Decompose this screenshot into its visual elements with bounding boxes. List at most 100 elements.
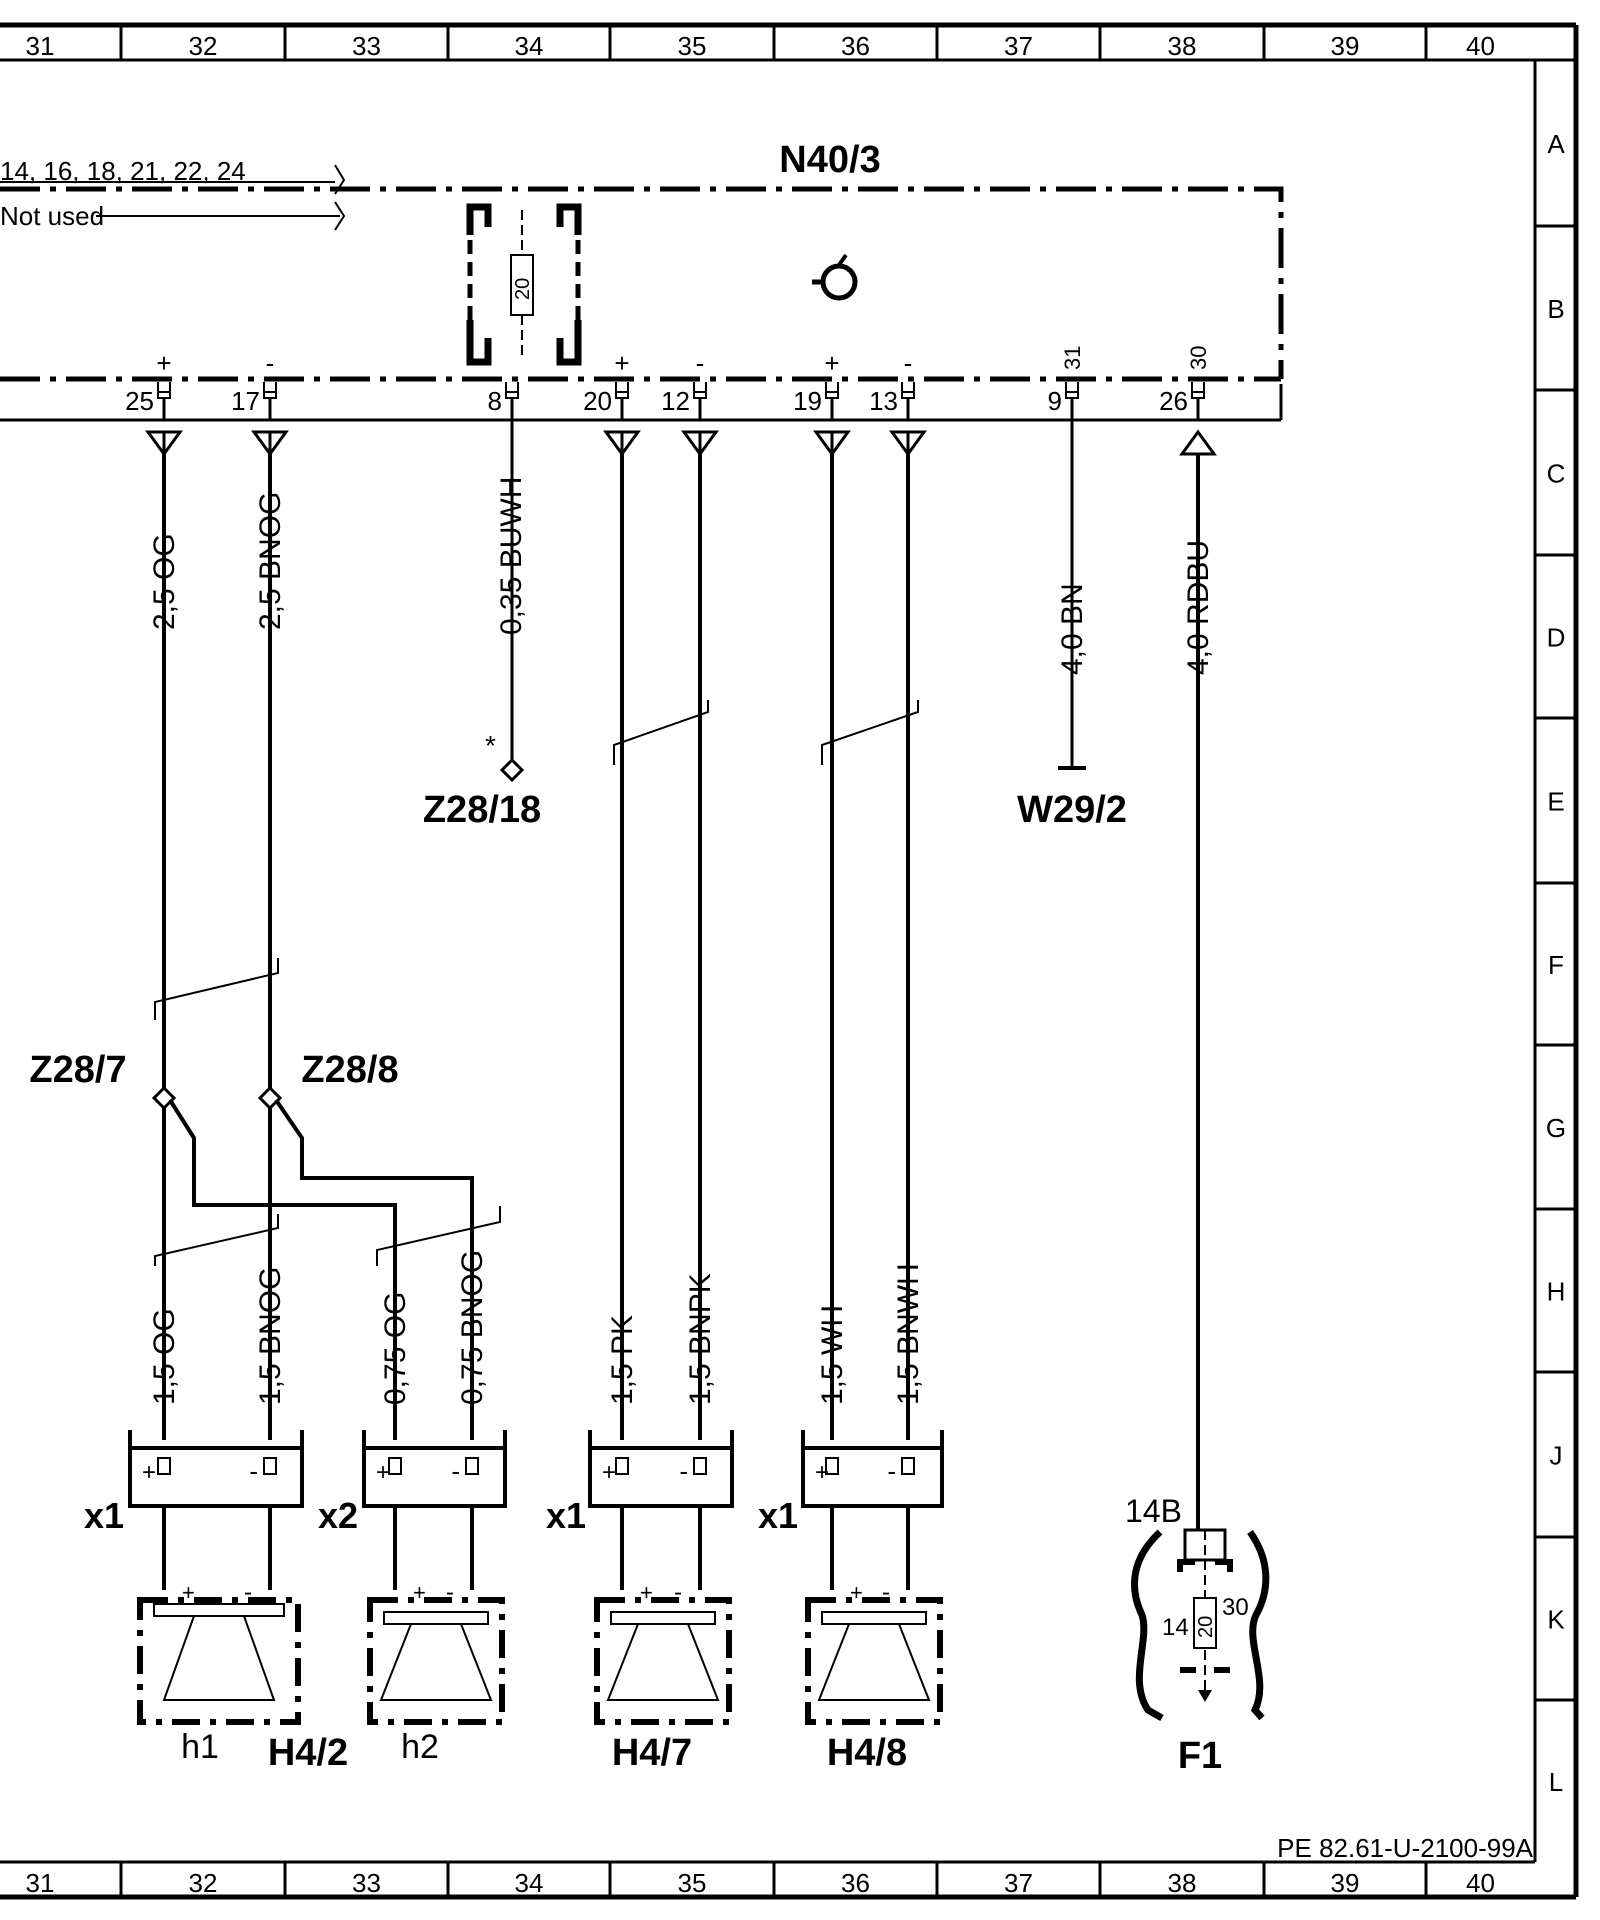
connector-plus: + — [815, 1459, 829, 1486]
splice-z28-7-label: Z28/7 — [29, 1049, 126, 1091]
pin-polarity: - — [696, 348, 705, 378]
fuse-number: 14B — [1125, 1493, 1182, 1529]
pin-socket-icon — [825, 382, 839, 399]
speaker-label-h4-7: H4/7 — [612, 1732, 692, 1774]
connector-x1: +-x1 — [758, 1430, 944, 1536]
connector-pin-icon — [901, 1457, 915, 1475]
pin-number: 9 — [1048, 386, 1062, 416]
splice-z28-8-label: Z28/8 — [301, 1049, 398, 1091]
connector-pin-icon — [157, 1457, 171, 1475]
shield-mark — [154, 958, 279, 1020]
wire-label: 1,5 WH — [816, 1305, 849, 1405]
ground-w29-2-label: W29/2 — [1017, 789, 1127, 831]
wire-upper: 2,5 OG — [145, 430, 183, 1440]
splice-point-icon — [499, 757, 525, 783]
wire-label: 4,0 RDBU — [1182, 540, 1215, 675]
column-label: 31 — [26, 1868, 55, 1898]
connector-pin-icon — [615, 1457, 629, 1475]
fuse-value: 20 — [1195, 1616, 1217, 1638]
speaker-cone-icon — [817, 1623, 931, 1701]
pin-polarity: - — [266, 348, 275, 378]
row-label: B — [1547, 294, 1564, 324]
splice-z28-18-note: * — [485, 730, 496, 761]
pin-number: 20 — [583, 386, 612, 416]
column-label: 34 — [515, 31, 544, 61]
column-label: 33 — [352, 31, 381, 61]
splice-z28-18-label: Z28/18 — [423, 789, 541, 831]
speaker-plus: + — [850, 1580, 863, 1605]
column-label: 38 — [1168, 31, 1197, 61]
pin-number: 19 — [793, 386, 822, 416]
row-label: K — [1547, 1605, 1565, 1635]
row-label: D — [1547, 623, 1566, 653]
column-label: 39 — [1331, 31, 1360, 61]
connector-minus: - — [887, 1456, 896, 1486]
not-used-label: Not used — [0, 201, 104, 231]
connector-body — [588, 1446, 734, 1508]
internal-fuse-value: 20 — [512, 278, 534, 300]
pin-13: 13- — [869, 348, 915, 420]
speaker-body — [594, 1597, 732, 1725]
column-label: 36 — [841, 1868, 870, 1898]
connector-pin-icon — [825, 1457, 839, 1475]
speaker-h4_7: +- — [594, 1506, 732, 1725]
pin-number: 12 — [661, 386, 690, 416]
pin-9: 931 — [1048, 346, 1085, 420]
speaker-h4_8: +- — [805, 1506, 943, 1725]
connector-label: x1 — [546, 1495, 586, 1536]
column-label: 38 — [1168, 1868, 1197, 1898]
speaker-body — [137, 1597, 301, 1725]
row-label: H — [1547, 1277, 1566, 1307]
connector-body — [801, 1446, 944, 1508]
shield-mark — [154, 1214, 279, 1266]
speaker-h2: +- — [367, 1506, 505, 1725]
pin-socket-icon — [1065, 382, 1079, 399]
connector-pin-icon — [263, 1457, 277, 1475]
speaker-label-h4-8: H4/8 — [827, 1732, 907, 1774]
speaker-label-h4-2: H4/2 — [268, 1732, 348, 1774]
connector-minus: - — [451, 1456, 460, 1486]
connector-plus: + — [376, 1459, 390, 1486]
wire-label: 1,5 BNWH — [892, 1263, 925, 1405]
ground-symbol-icon — [812, 253, 858, 301]
wire-label: 1,5 OG — [148, 1308, 181, 1405]
pin-8: 8 — [488, 382, 519, 420]
connector-label: x1 — [84, 1495, 124, 1536]
pin-terminal: 30 — [1186, 346, 1211, 370]
speaker-body — [805, 1597, 943, 1725]
drawing-frame — [0, 22, 1579, 1900]
column-label: 35 — [678, 1868, 707, 1898]
row-label: G — [1546, 1113, 1566, 1143]
pin-socket-icon — [263, 382, 277, 399]
connector-x2: +-x2 — [318, 1430, 507, 1536]
pin-polarity: - — [904, 348, 913, 378]
shield-mark — [613, 700, 709, 765]
speaker-magnet — [821, 1611, 927, 1625]
column-label: 31 — [26, 31, 55, 61]
column-label: 40 — [1466, 31, 1495, 61]
connector-pin-icon — [465, 1457, 479, 1475]
internal-fuse: 20 — [466, 203, 582, 366]
wire-upper — [813, 430, 851, 1440]
column-label: 40 — [1466, 1868, 1495, 1898]
column-label: 37 — [1004, 31, 1033, 61]
pin-socket-icon — [693, 382, 707, 399]
wire-label: 1,5 PK — [606, 1315, 639, 1405]
column-label: 34 — [515, 1868, 544, 1898]
pin-12: 12- — [661, 348, 707, 420]
wire-branch — [168, 1098, 397, 1440]
fuse-name: F1 — [1178, 1735, 1222, 1777]
speaker-label-h2: h2 — [401, 1728, 439, 1766]
speaker-body — [367, 1597, 505, 1725]
speaker-minus: - — [882, 1579, 890, 1606]
pin-socket-icon — [901, 382, 915, 399]
drawing-number: PE 82.61-U-2100-99A — [1277, 1833, 1533, 1863]
row-label: A — [1547, 129, 1565, 159]
row-label: C — [1547, 459, 1566, 489]
pin-17: 17- — [231, 348, 277, 420]
